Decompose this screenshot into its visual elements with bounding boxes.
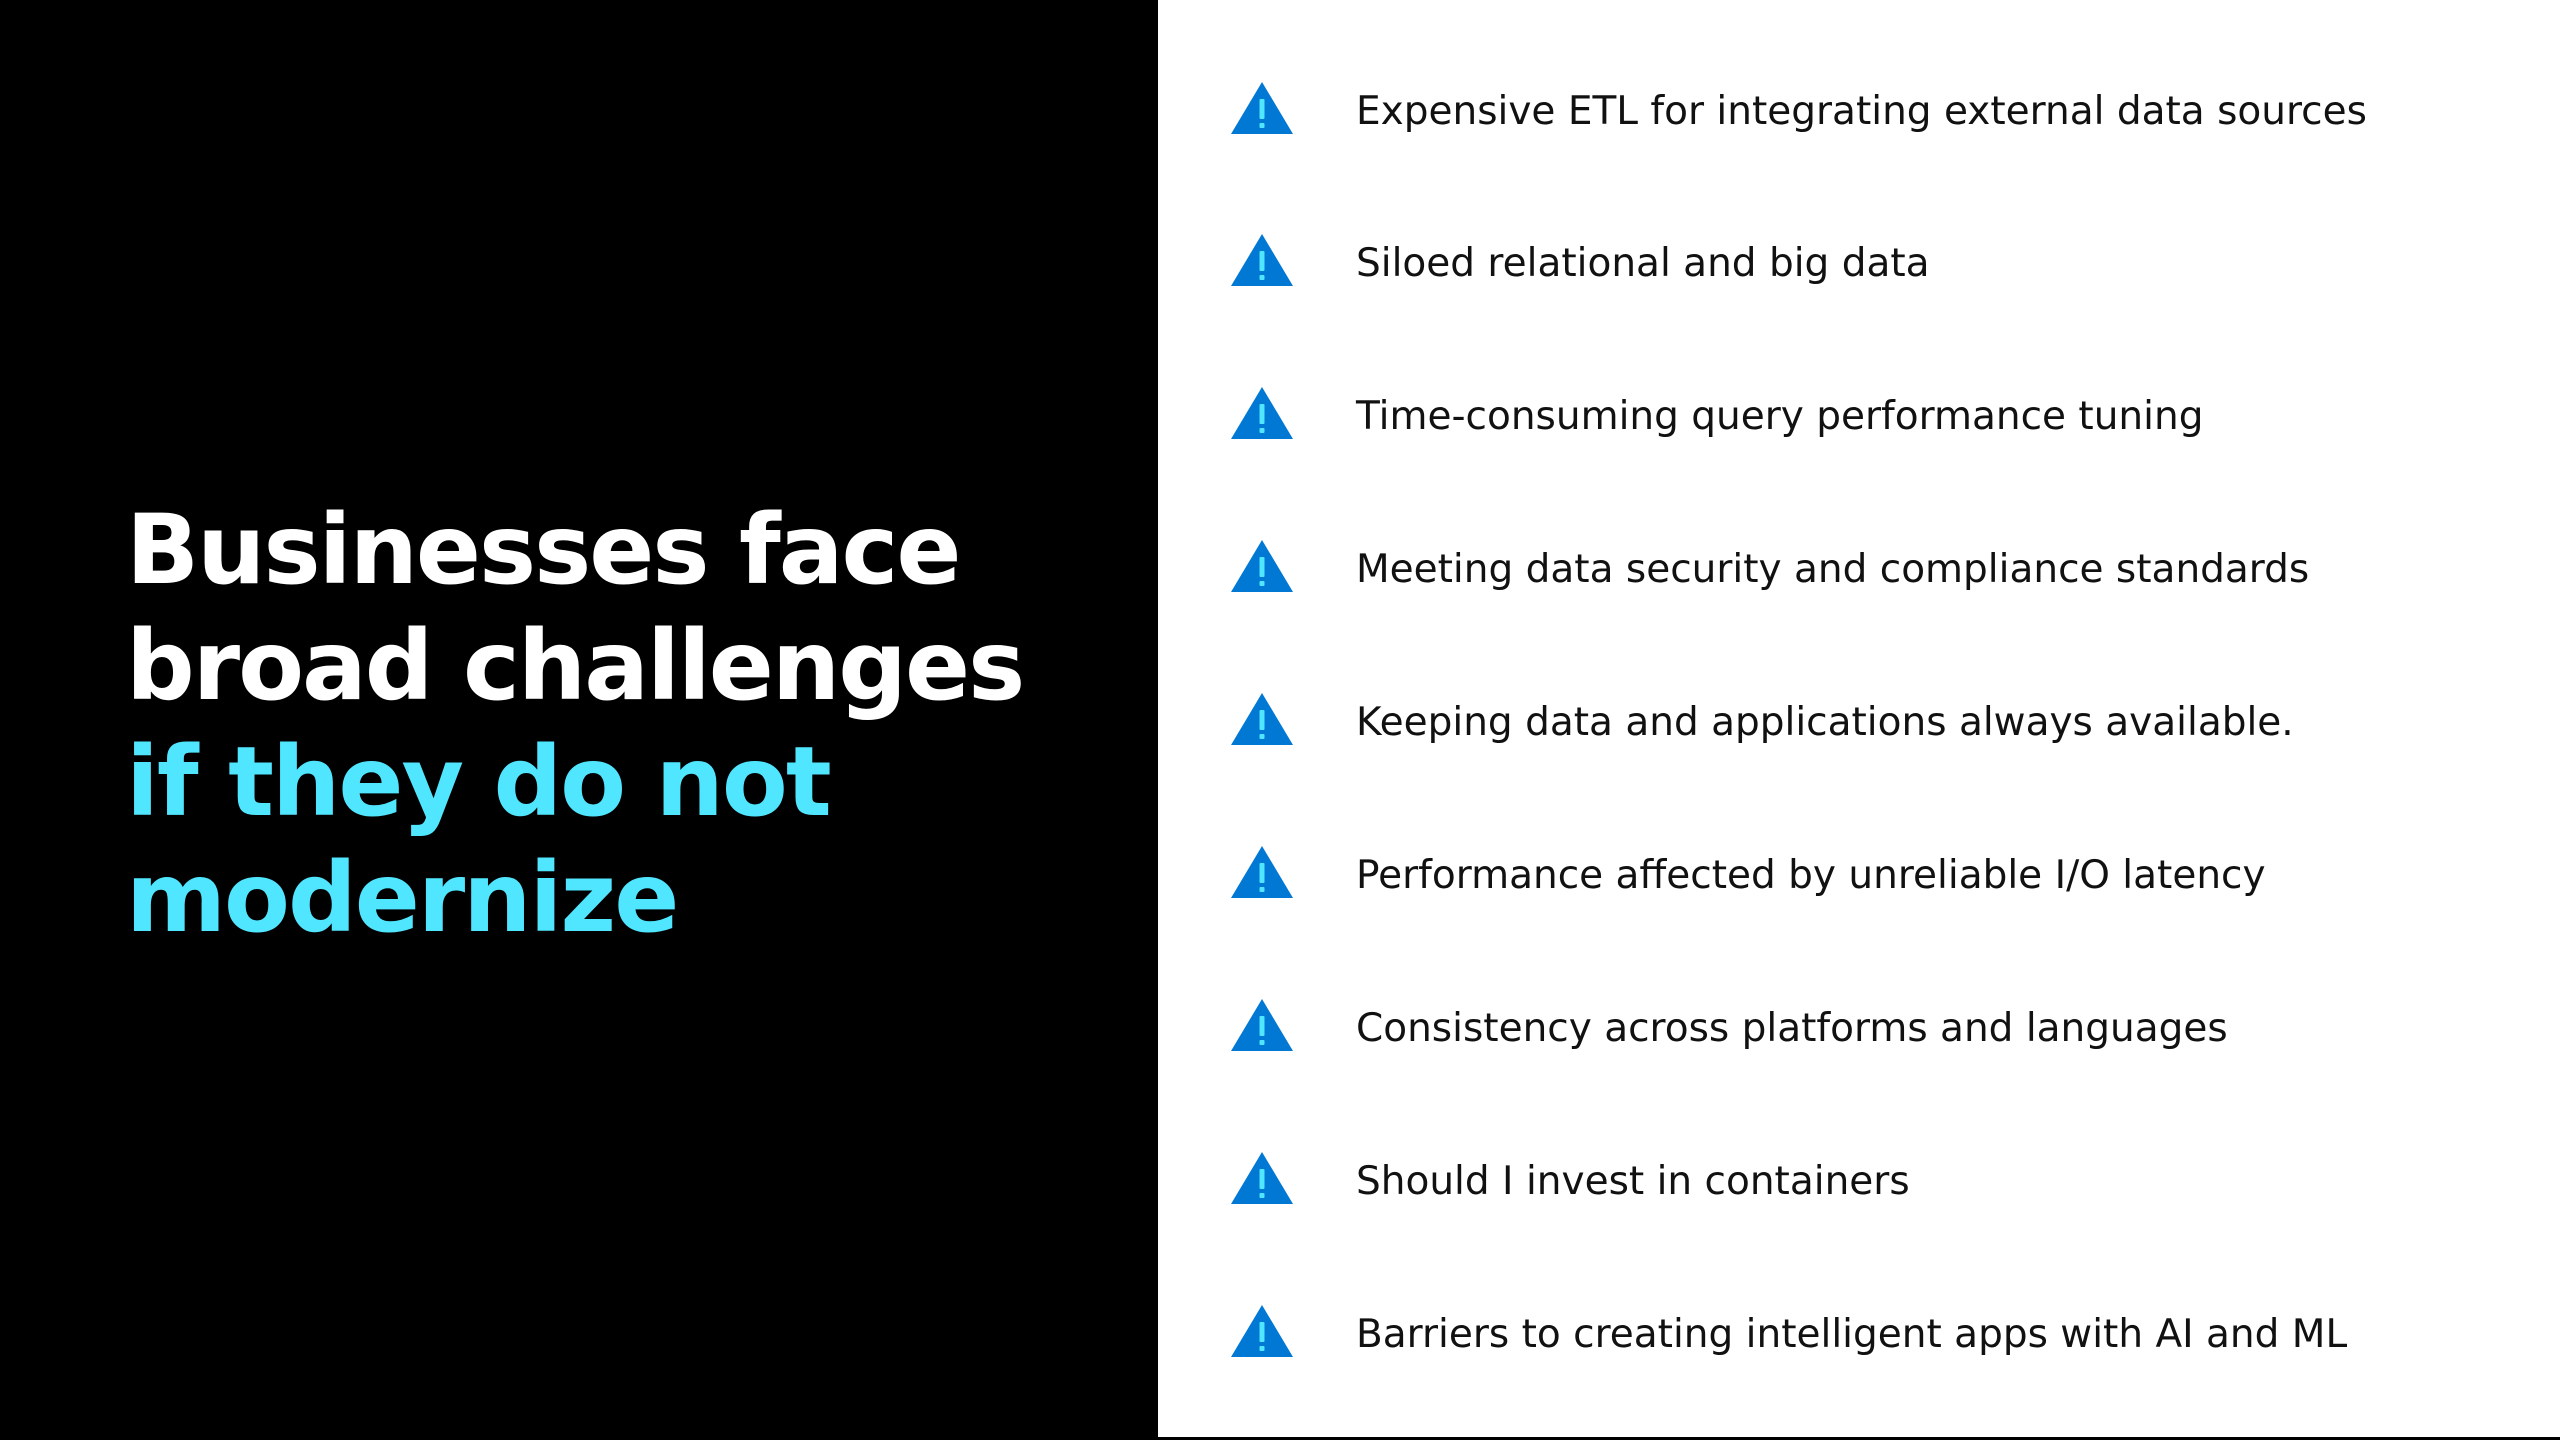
challenge-label: Performance affected by unreliable I/O l… [1356,853,2266,898]
challenge-item: Siloed relational and big data [1230,224,2530,304]
warning-triangle-icon [1231,846,1293,898]
warning-triangle-icon [1231,82,1293,134]
challenge-item: Barriers to creating intelligent apps wi… [1230,1295,2530,1375]
warning-triangle-icon [1231,234,1293,286]
challenge-label: Barriers to creating intelligent apps wi… [1356,1312,2348,1357]
warning-triangle-icon [1231,693,1293,745]
challenge-item: Keeping data and applications always ava… [1230,683,2530,763]
challenge-label: Expensive ETL for integrating external d… [1356,89,2367,134]
headline-line-3: if they do not [126,726,832,838]
challenge-label: Consistency across platforms and languag… [1356,1006,2228,1051]
headline: Businesses face broad challenges if they… [126,492,1126,956]
headline-line-2: broad challenges [126,610,1025,722]
challenge-label: Siloed relational and big data [1356,241,1930,286]
warning-triangle-icon [1231,387,1293,439]
right-panel [1158,0,2560,1438]
warning-triangle-icon [1231,999,1293,1051]
left-panel: Businesses face broad challenges if they… [0,0,1158,1440]
challenge-item: Meeting data security and compliance sta… [1230,530,2530,610]
bottom-divider [1158,1437,2560,1440]
challenge-label: Should I invest in containers [1356,1159,1910,1204]
challenge-label: Keeping data and applications always ava… [1356,700,2294,745]
warning-triangle-icon [1231,1152,1293,1204]
challenge-item: Consistency across platforms and languag… [1230,989,2530,1069]
warning-triangle-icon [1231,540,1293,592]
challenge-item: Should I invest in containers [1230,1142,2530,1222]
headline-line-4: modernize [126,842,679,954]
headline-line-1: Businesses face [126,494,962,606]
challenge-label: Meeting data security and compliance sta… [1356,547,2310,592]
challenge-label: Time-consuming query performance tuning [1356,394,2204,439]
challenge-item: Performance affected by unreliable I/O l… [1230,836,2530,916]
challenge-item: Expensive ETL for integrating external d… [1230,72,2530,152]
challenge-item: Time-consuming query performance tuning [1230,377,2530,457]
warning-triangle-icon [1231,1305,1293,1357]
